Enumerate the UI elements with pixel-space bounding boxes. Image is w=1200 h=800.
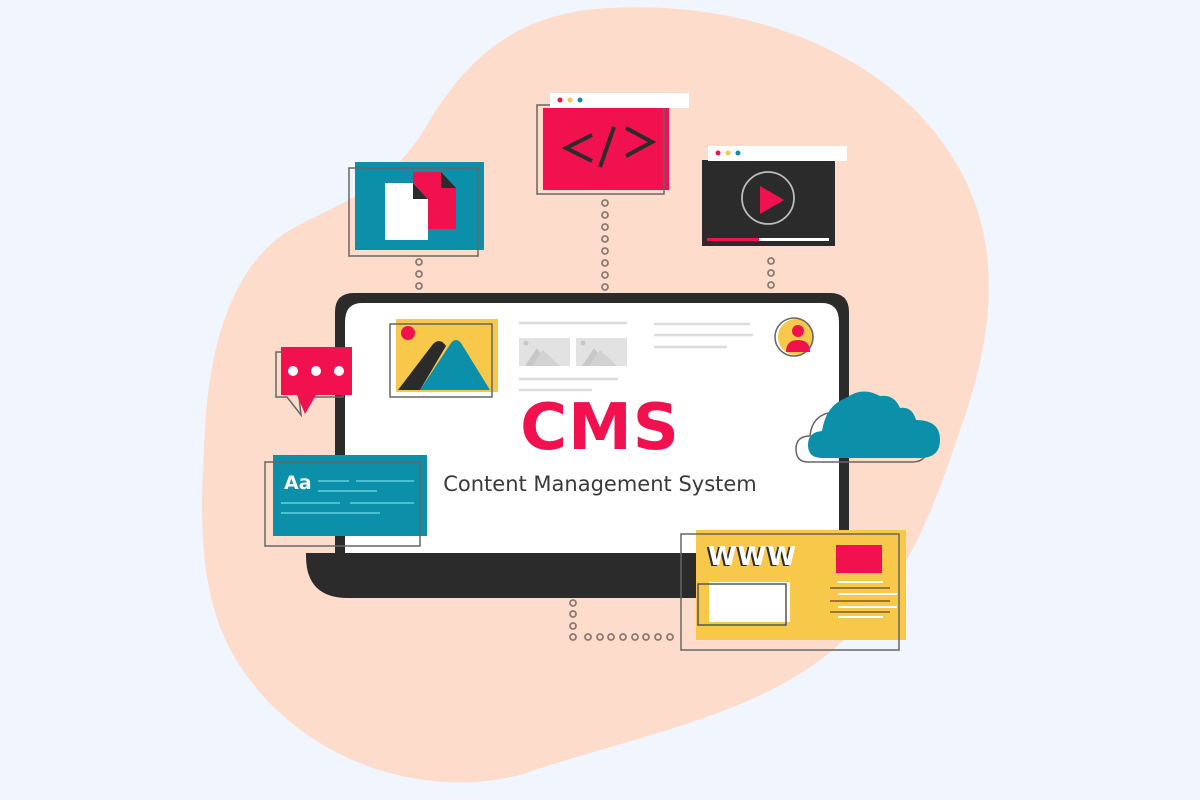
thumbnail-placeholders	[519, 338, 627, 366]
code-window-icon	[536, 93, 689, 195]
cms-subtitle: Content Management System	[443, 472, 757, 496]
website-card-icon	[680, 530, 906, 651]
text-card-label: Aa	[284, 472, 312, 494]
chat-bubble-icon	[275, 347, 352, 418]
text-card-icon	[264, 455, 427, 547]
image-placeholder-icon	[389, 319, 498, 398]
connector-dots	[415, 199, 775, 641]
text-placeholder-lines	[519, 321, 753, 392]
cloud-icon	[795, 391, 940, 463]
user-avatar-icon	[774, 317, 814, 357]
documents-icon	[348, 162, 484, 257]
website-card-label: WWW	[708, 542, 798, 572]
cms-title: CMS	[520, 391, 680, 465]
video-player-icon	[702, 146, 847, 246]
